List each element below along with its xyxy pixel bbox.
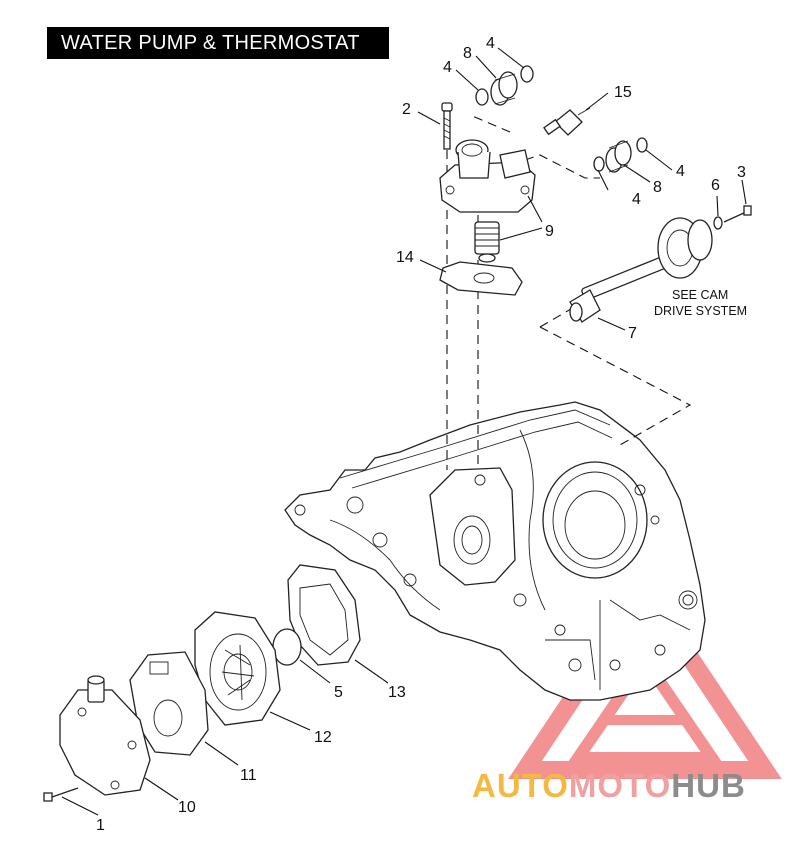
part-8-fitting-upper [490,71,518,106]
callout-3: 3 [737,164,746,181]
svg-text:AUTOMOTOHUB: AUTOMOTOHUB [472,767,746,804]
callout-8-upper: 8 [463,45,472,62]
part-12-pump-body [194,611,281,726]
note-line-2: DRIVE SYSTEM [654,304,747,318]
callout-8-right: 8 [653,179,662,196]
callout-15: 15 [614,84,632,101]
callout-14: 14 [396,249,414,266]
callout-4-upper-right: 4 [486,35,495,52]
part-10-pump-cover [59,675,151,796]
callout-13: 13 [388,684,406,701]
part-4-oring-right-right [636,137,648,153]
title-banner: WATER PUMP & THERMOSTAT [47,27,389,59]
watermark-auto: AUTO [472,767,569,804]
watermark-text: AUTOMOTOHUB [472,767,746,804]
crankcase [284,401,706,701]
part-14-gasket [439,261,523,296]
callout-4-upper-left: 4 [443,59,452,76]
watermark-hub: HUB [671,767,746,804]
part-1-bolt [43,787,79,802]
part-5-oring [272,628,302,666]
callout-5: 5 [334,684,343,701]
part-3-bolt [723,205,752,223]
part-2-bolt [441,102,453,150]
note-line-1: SEE CAM [672,288,728,302]
part-4-oring-upper-right [520,65,534,83]
callout-leaders [61,47,747,816]
callout-7: 7 [628,325,637,342]
part-6-washer [713,216,723,230]
callout-12: 12 [314,729,332,746]
callout-11: 11 [240,767,257,784]
part-7-drive-shaft [569,217,713,323]
part-4-oring-upper-left [475,88,489,106]
cam-drive-note: SEE CAM DRIVE SYSTEM [654,288,747,318]
callout-2: 2 [402,101,411,118]
callout-6: 6 [711,177,720,194]
callout-10: 10 [178,799,196,816]
part-15-sensor [543,107,591,136]
watermark-moto: MOTO [569,767,671,804]
callout-9: 9 [545,223,554,240]
part-9-thermostat-housing [439,139,536,213]
callout-labels: 2 4 8 4 15 4 8 4 9 14 6 3 7 5 13 12 11 1… [96,35,746,834]
diagram-title: WATER PUMP & THERMOSTAT [61,31,360,54]
part-9-thermostat [474,221,500,263]
part-4-oring-right-left [593,156,605,172]
callout-4-right-lower: 4 [632,191,641,208]
callout-1: 1 [96,817,105,834]
callout-4-right-upper: 4 [676,163,685,180]
